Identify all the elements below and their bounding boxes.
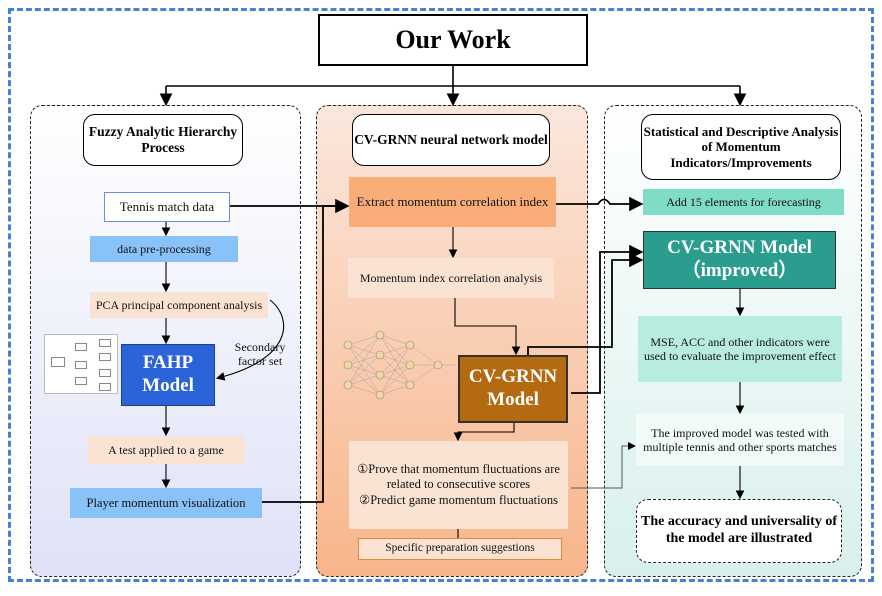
- fahp-model-box: FAHP Model: [121, 344, 215, 406]
- tennis-data-box: Tennis match data: [104, 192, 230, 222]
- add15-box: Add 15 elements for forecasting: [643, 189, 844, 215]
- result-predict: ②Predict game momentum fluctuations: [358, 492, 558, 507]
- test-box: A test applied to a game: [88, 436, 244, 464]
- page-title: Our Work: [318, 14, 588, 66]
- right-header: Statistical and Descriptive Analysis of …: [641, 114, 841, 180]
- neural-network-illustration: [343, 330, 456, 400]
- left-header: Fuzzy Analytic Hierarchy Process: [83, 114, 243, 166]
- correlation-box: Momentum index correlation analysis: [348, 258, 554, 298]
- cvgrnn-improved-box: CV-GRNN Model（improved）: [643, 231, 836, 289]
- conclusion-box: The accuracy and universality of the mod…: [636, 499, 842, 563]
- result-prove: ①Prove that momentum fluctuations are re…: [357, 461, 560, 492]
- tested-box: The improved model was tested with multi…: [636, 414, 844, 466]
- pca-box: PCA principal component analysis: [90, 292, 268, 318]
- suggestions-box: Specific preparation suggestions: [358, 538, 562, 560]
- middle-header: CV-GRNN neural network model: [352, 114, 550, 166]
- outer-frame: [8, 8, 874, 582]
- cvgrnn-model-box: CV-GRNN Model: [458, 355, 568, 423]
- visualization-box: Player momentum visualization: [70, 488, 262, 518]
- extract-box: Extract momentum correlation index: [349, 177, 556, 227]
- hierarchy-illustration: [44, 334, 118, 394]
- mse-box: MSE, ACC and other indicators were used …: [638, 316, 842, 382]
- preprocessing-box: data pre-processing: [90, 236, 238, 262]
- results-box: ①Prove that momentum fluctuations are re…: [349, 441, 568, 529]
